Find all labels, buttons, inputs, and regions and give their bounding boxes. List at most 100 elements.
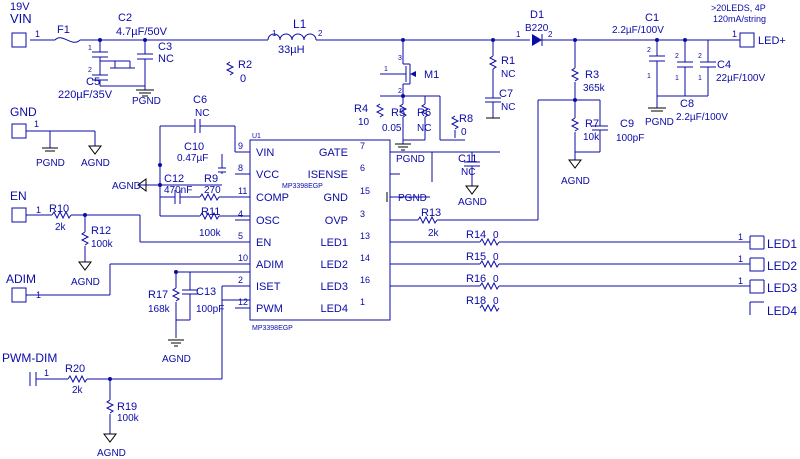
r7-value: 10k [583,132,600,143]
c11-ref: C11 [458,153,477,165]
l1-pin2: 2 [318,29,323,38]
iset-network [168,270,250,347]
led-plus-port: >20LEDS, 4P 120mA/string 1 LED+ [711,3,786,48]
led3-label: LED3 [767,281,797,295]
r5-value: 0.05 [382,123,402,134]
d1-pin2: 2 [548,30,553,39]
c11-capacitor [464,152,480,195]
vin-voltage-label: 19V [10,1,30,13]
c2-ref: C2 [118,12,132,24]
c12-ref: C12 [164,173,184,185]
c1-value: 2.2µF/100V [612,25,664,36]
gnd-pin: 1 [34,119,39,129]
ic-pin-number: 9 [238,141,243,151]
agnd-label-comp: AGND [112,181,141,192]
en-pin: 1 [36,205,41,215]
ic-pin-number: 6 [360,163,365,173]
led3-pin: 1 [738,276,743,286]
svg-text:3: 3 [398,55,402,62]
led-plus-note-1: >20LEDS, 4P [711,3,766,13]
r13-ref: R13 [421,207,441,219]
r12-ref: R12 [91,225,111,237]
ic-pin-name: LED4 [320,303,348,315]
sense-resistors [375,95,500,182]
c5-value: 220µF/35V [58,89,113,101]
led1-label: LED1 [767,237,797,251]
r8-value: 0 [461,127,467,138]
r3-ref: R3 [585,69,599,81]
ic-pin-number: 3 [360,209,365,219]
r10-ref: R10 [49,203,69,215]
adim-label: ADIM [6,272,36,286]
gnd-pgnd-label: PGND [36,158,65,169]
c11-value: NC [461,167,475,178]
led2-port: 1 LED2 [738,254,797,273]
gnd-port: GND 1 PGND AGND [10,105,110,169]
r15-ref: R15 [466,251,486,263]
r9-value: 270 [204,185,221,196]
c3-ref: C3 [158,41,172,53]
vin-port: 19V VIN 1 [10,1,40,48]
agnd-label-ovp: AGND [561,176,590,187]
ic-part-bottom: MP3398EGP [252,325,293,332]
svg-text:2: 2 [675,53,679,60]
svg-text:2: 2 [698,53,702,60]
r13-value: 2k [428,228,440,239]
ic-pin-number: 12 [238,297,248,307]
output-capacitors: 2 1 2 1 2 1 [647,40,716,112]
l1-value: 33µH [278,44,305,56]
r11-value: 100k [199,228,222,239]
c9-ref: C9 [620,118,634,130]
ic-pin-name: ADIM [256,259,284,271]
led2-pin: 1 [738,254,743,264]
r15-value: 0 [493,252,499,263]
r2-resistor [225,61,235,76]
ic-pin-name: EN [256,237,271,249]
r18-ref: R18 [466,295,486,307]
c6-ref: C6 [193,94,207,106]
ovp-divider [538,40,608,169]
r17-ref: R17 [148,289,168,301]
c5-ref: C5 [86,76,100,88]
ic-ref: U1 [252,133,261,140]
ic-pin-name: OSC [256,215,280,227]
r6-value: NC [417,123,431,134]
ic-pin-name: GATE [319,147,348,159]
led4-port: LED4 [749,301,797,318]
ic-pin-number: 8 [238,163,243,173]
ic-pin-number: 15 [360,186,370,196]
ic-pin-number: 14 [360,253,370,263]
vin-pin-number: 1 [35,29,40,39]
r2-ref: R2 [238,59,252,71]
r18-value: 0 [493,296,499,307]
ic-right-connections [386,100,750,313]
agnd-label-iset: AGND [162,354,191,365]
pwm-dim-port: PWM-DIM 1 [2,299,250,443]
vin-label: VIN [10,11,32,26]
svg-text:2: 2 [88,67,92,74]
ic-pin-name: VIN [256,147,274,159]
ic-u1: U1 MP3398EGP MP3398EGP 9VIN8VCC11COMP4OS… [235,133,391,332]
r16-value: 0 [493,274,499,285]
ic-pin-name: LED1 [320,237,348,249]
d1-ref: D1 [530,9,544,21]
gnd-label: GND [10,105,37,119]
pgnd-label-ic: PGND [398,193,427,204]
adim-port: ADIM 1 [6,263,250,303]
c10-value: 0.47µF [177,153,208,164]
pgnd-label-output: PGND [645,117,674,128]
r5-ref: R5 [391,107,405,119]
ic-pin-name: VCC [256,169,279,181]
r17-value: 168k [148,304,171,315]
c8-value: 2.2µF/100V [676,112,728,123]
r8-ref: R8 [459,113,473,125]
r6-ref: R6 [417,107,431,119]
d1-value: B220 [525,23,549,34]
pgnd-label-input: PGND [132,96,161,107]
snubber [485,40,501,119]
r1-ref: R1 [501,55,515,67]
led1-port: 1 LED1 [738,232,797,251]
r14-value: 0 [493,230,499,241]
svg-text:1: 1 [698,75,702,82]
